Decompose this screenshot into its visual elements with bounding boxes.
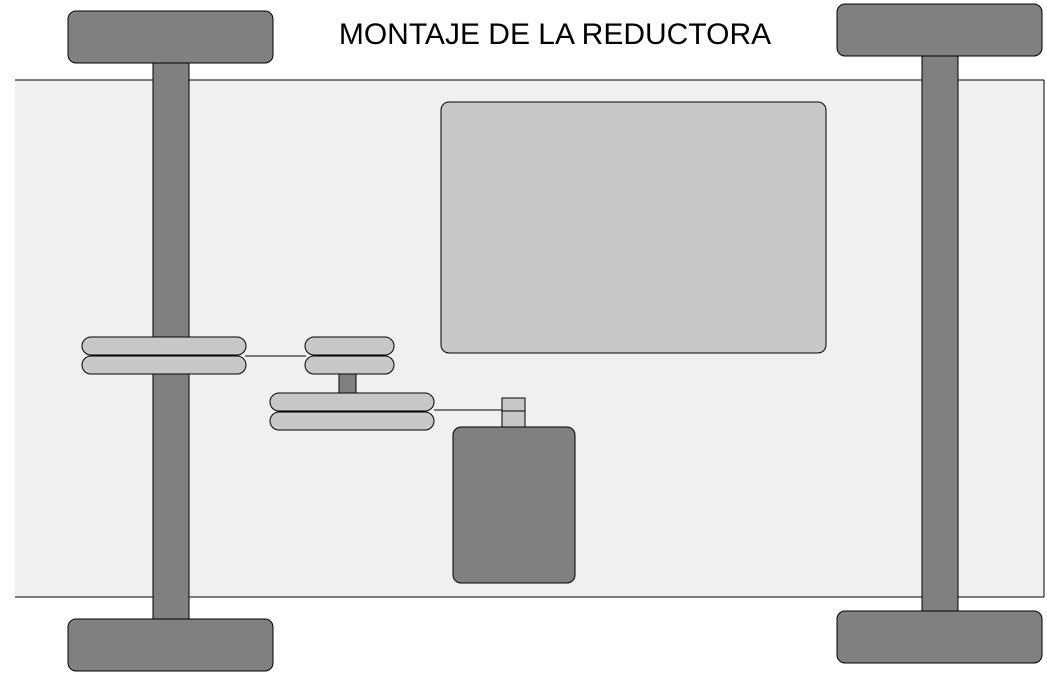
wheel-top-left <box>67 10 274 64</box>
wheel-bottom-right <box>836 610 1043 664</box>
axle-pulley-top <box>81 336 247 356</box>
small-pulley-top <box>304 336 395 356</box>
diagram-title: MONTAJE DE LA REDUCTORA <box>339 18 771 51</box>
motor-shaft <box>501 397 526 428</box>
axle-pulley-bottom <box>81 355 247 375</box>
battery-block <box>440 101 827 354</box>
wheel-bottom-left <box>67 618 274 672</box>
intermediate-pulley-bottom <box>269 411 435 431</box>
motor-block <box>452 426 576 584</box>
wheel-top-right <box>836 3 1043 57</box>
intermediate-shaft <box>338 371 357 395</box>
rear-axle <box>921 53 959 614</box>
small-pulley-bottom <box>304 355 395 375</box>
intermediate-pulley-top <box>269 392 435 412</box>
